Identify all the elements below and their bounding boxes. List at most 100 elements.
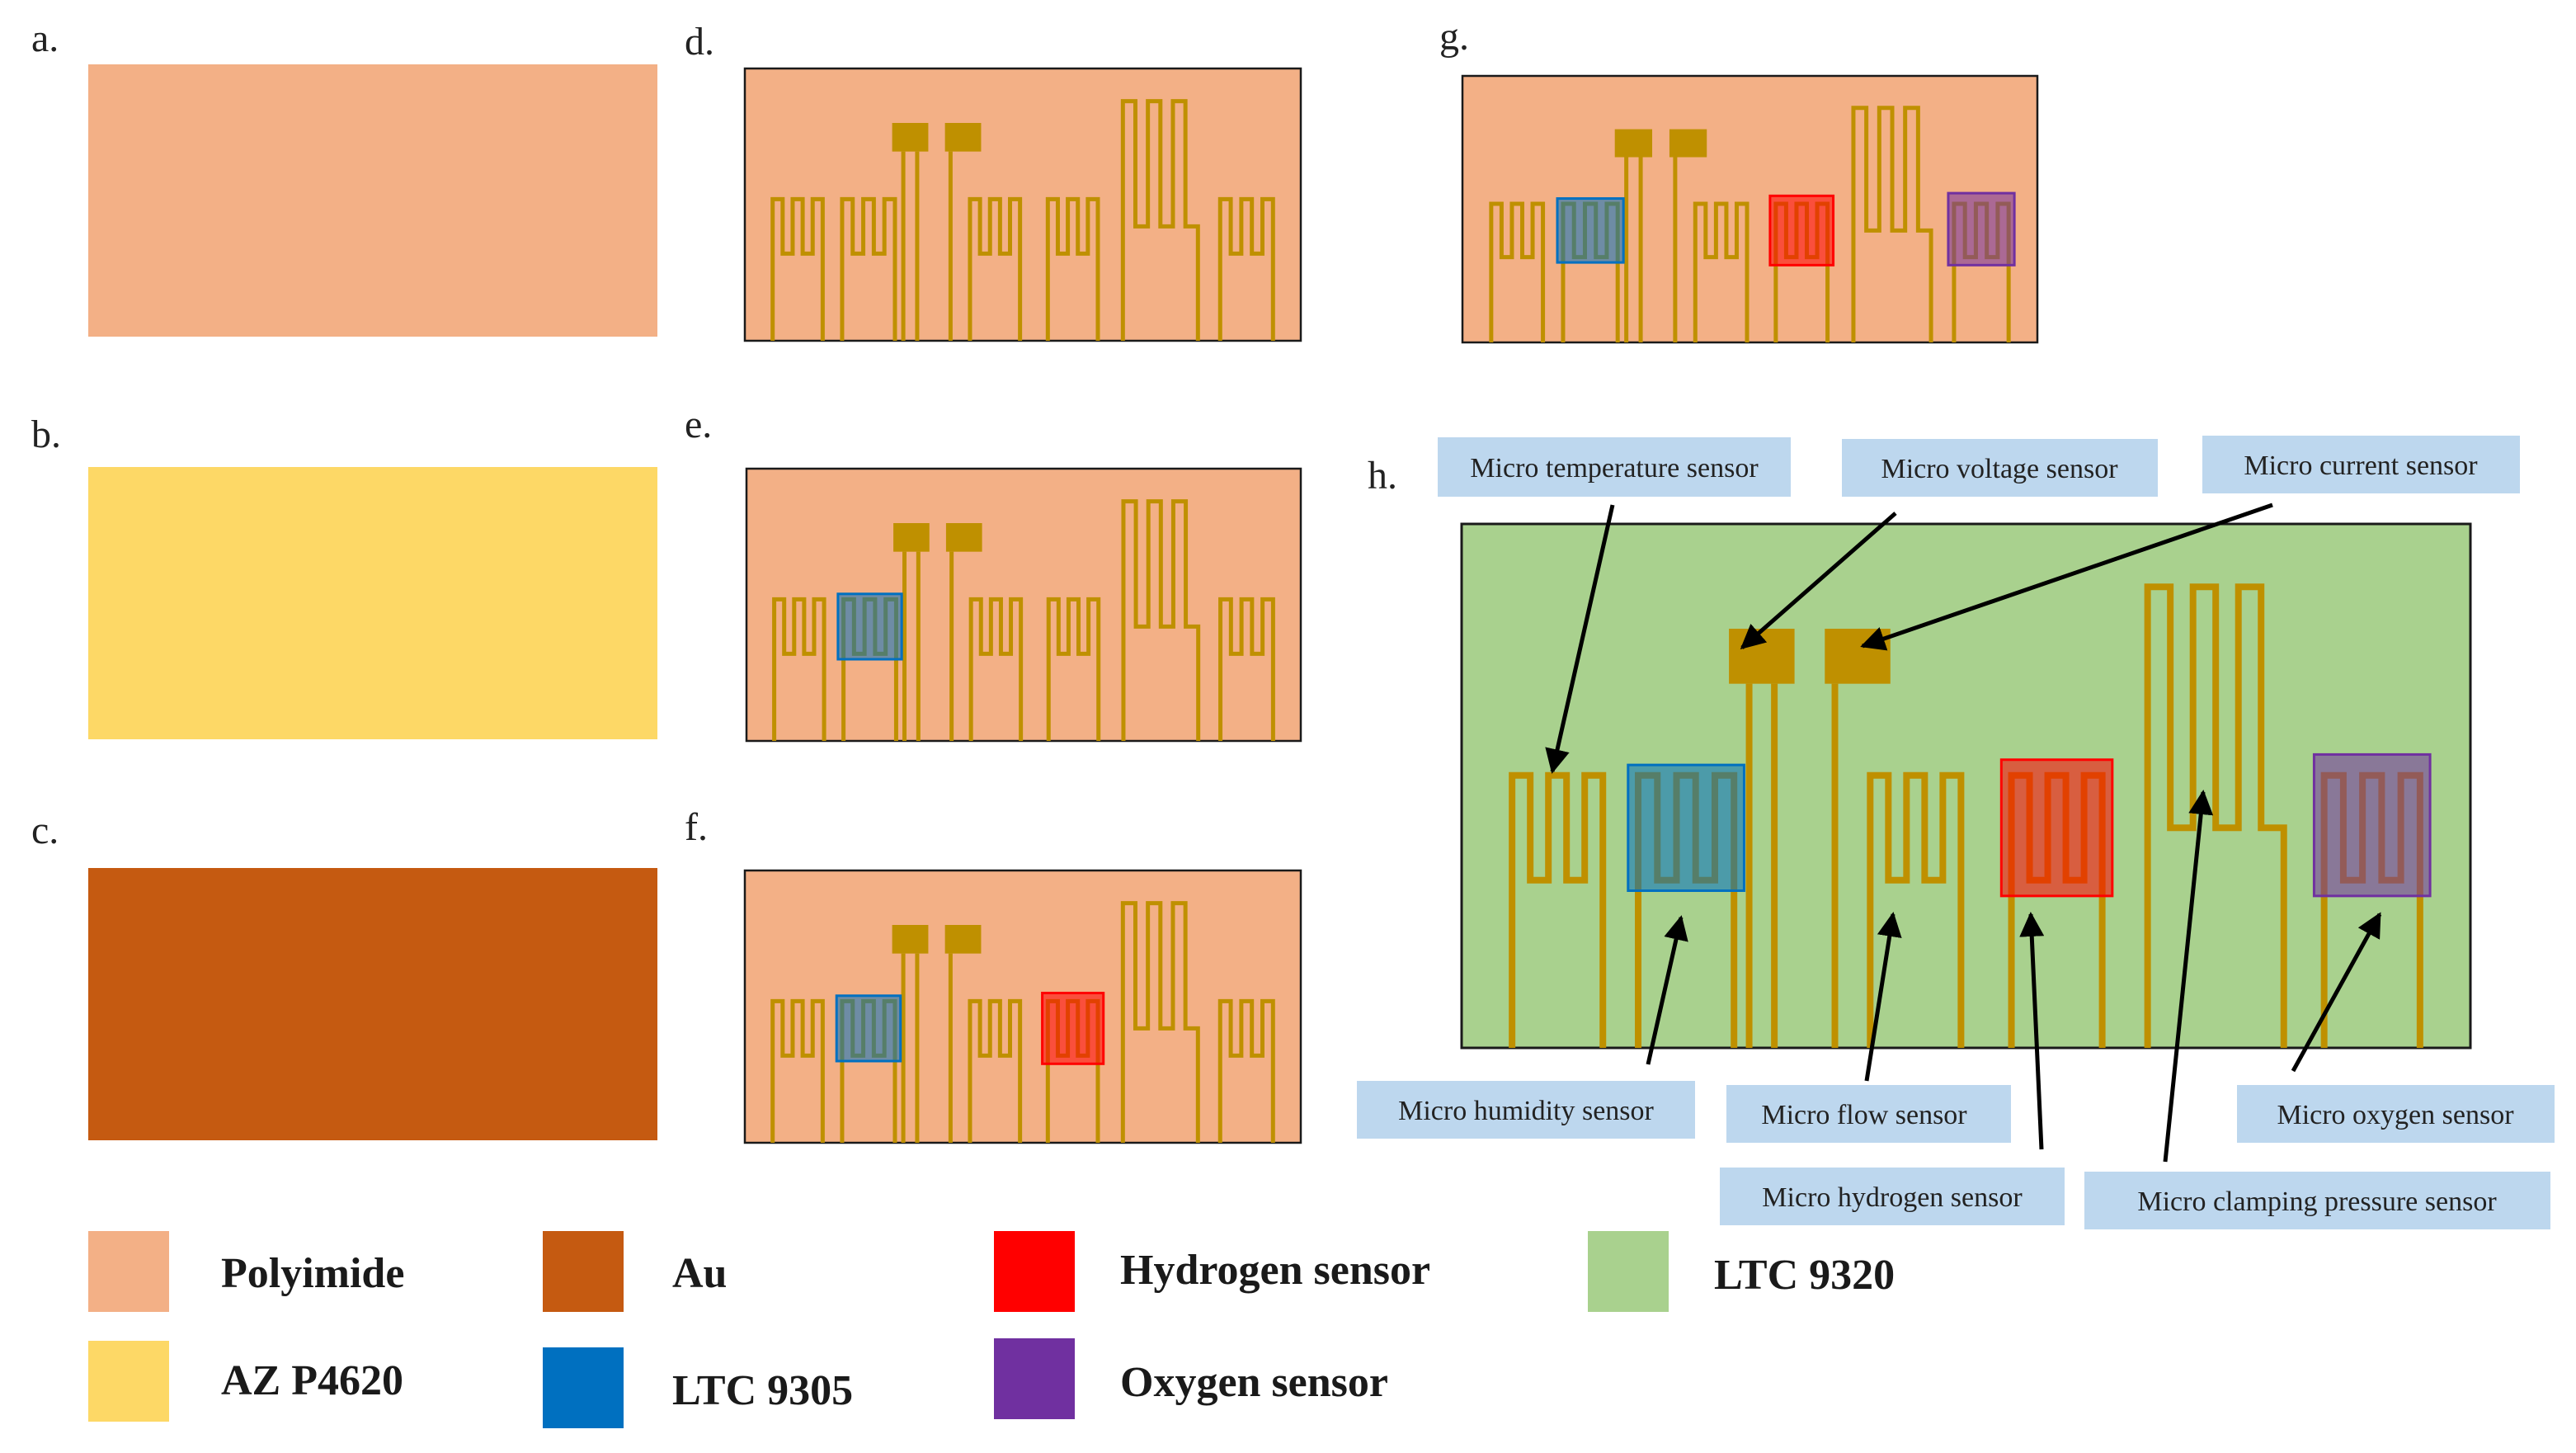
hydrogen-meander xyxy=(1046,597,1101,741)
panel-g-board xyxy=(1461,74,2039,344)
panel-label-e: e. xyxy=(685,403,712,446)
panel-e-board xyxy=(745,467,1302,743)
legend-label: LTC 9305 xyxy=(672,1367,853,1414)
board-substrate xyxy=(743,67,1302,342)
electrode-pad xyxy=(892,925,929,954)
label-box xyxy=(2237,1085,2555,1143)
voltage-electrode xyxy=(892,123,929,341)
ltc9305-overlay xyxy=(835,994,902,1063)
panel-label-c: c. xyxy=(31,809,59,852)
ltc9305-overlay xyxy=(1556,197,1625,264)
electrode-pad xyxy=(945,523,982,552)
current-electrode xyxy=(944,925,982,1143)
oxygen-overlay xyxy=(1947,191,2016,267)
electrode-pad xyxy=(892,123,929,152)
label-temperature: Micro temperature sensor xyxy=(1438,437,1791,497)
meander-trace xyxy=(1509,771,1607,1048)
oxygen-meander xyxy=(1217,196,1275,341)
legend-label: Polyimide xyxy=(221,1250,404,1297)
hydrogen-overlay xyxy=(1768,194,1835,267)
temperature-meander xyxy=(772,597,826,741)
electrode-pad xyxy=(893,523,930,552)
flow-meander xyxy=(968,196,1023,341)
oxygen-overlay xyxy=(2312,752,2432,898)
meander-trace xyxy=(1867,771,1965,1048)
flow-meander xyxy=(1867,771,1965,1048)
legend-swatch xyxy=(994,1338,1075,1419)
label-text: Micro voltage sensor xyxy=(1881,454,2118,484)
arrow-voltage xyxy=(1740,512,1897,649)
meander-trace xyxy=(968,998,1023,1143)
oxygen-meander xyxy=(1218,597,1275,741)
label-oxygen: Micro oxygen sensor xyxy=(2237,1085,2555,1143)
meander-trace xyxy=(1693,201,1750,342)
legend-label: Hydrogen sensor xyxy=(1120,1247,1430,1294)
panel-a-polyimide-layer xyxy=(88,64,657,337)
meander-trace xyxy=(1489,201,1546,342)
legend-label: Oxygen sensor xyxy=(1120,1359,1388,1406)
label-box xyxy=(2202,436,2520,493)
panel-h-board xyxy=(1460,522,2472,1050)
electrode-pad xyxy=(1669,129,1707,158)
label-box xyxy=(1842,439,2158,497)
label-flow: Micro flow sensor xyxy=(1726,1085,2011,1143)
label-text: Micro current sensor xyxy=(2244,451,2478,481)
current-electrode xyxy=(1669,129,1707,342)
label-text: Micro humidity sensor xyxy=(1398,1096,1654,1126)
arrow-temperature xyxy=(1545,504,1615,774)
legend-swatch xyxy=(88,1231,169,1312)
label-humidity: Micro humidity sensor xyxy=(1357,1081,1695,1139)
legend-item-polyimide: Polyimide xyxy=(88,1231,404,1312)
panel-d-board xyxy=(743,67,1302,342)
clamping-meander xyxy=(1120,901,1200,1143)
legend-label: LTC 9320 xyxy=(1714,1252,1895,1299)
meander-trace xyxy=(772,597,826,741)
electrode-pad xyxy=(1825,629,1891,684)
label-clamping: Micro clamping pressure sensor xyxy=(2084,1172,2550,1229)
board-substrate xyxy=(743,869,1302,1144)
legend-item-hydrogen: Hydrogen sensor xyxy=(994,1231,1430,1312)
meander-trace xyxy=(1046,597,1101,741)
meander-trace xyxy=(2144,583,2287,1048)
meander-trace xyxy=(1217,998,1275,1143)
arrow-oxygen xyxy=(2291,912,2382,1073)
humidity-meander xyxy=(840,196,897,341)
electrode-pad xyxy=(944,925,982,954)
legend-label: Au xyxy=(672,1250,727,1297)
hydrogen-overlay xyxy=(1041,992,1105,1065)
panel-label-b: b. xyxy=(31,413,61,456)
panel-label-f: f. xyxy=(685,805,708,849)
flow-meander xyxy=(968,597,1024,741)
label-current: Micro current sensor xyxy=(2202,436,2520,493)
legend-item-ltc9305: LTC 9305 xyxy=(543,1347,853,1428)
temperature-meander xyxy=(770,196,825,341)
legend: Polyimide Au Hydrogen sensor LTC 9320 AZ… xyxy=(88,1231,1895,1428)
meander-trace xyxy=(1120,99,1200,341)
label-hydrogen: Micro hydrogen sensor xyxy=(1720,1168,2065,1225)
legend-swatch xyxy=(1588,1231,1669,1312)
voltage-electrode xyxy=(1614,129,1653,342)
legend-swatch xyxy=(994,1231,1075,1312)
temperature-meander xyxy=(1509,771,1607,1048)
legend-swatch xyxy=(543,1231,624,1312)
voltage-electrode xyxy=(892,925,929,1143)
oxygen-meander xyxy=(1217,998,1275,1143)
legend-item-az: AZ P4620 xyxy=(88,1341,403,1422)
hydrogen-overlay xyxy=(1999,758,2114,898)
voltage-electrode xyxy=(1729,629,1795,1048)
legend-label: AZ P4620 xyxy=(221,1357,403,1404)
meander-trace xyxy=(840,196,897,341)
label-voltage: Micro voltage sensor xyxy=(1842,439,2158,497)
panel-b-az-layer xyxy=(88,467,657,739)
panel-label-d: d. xyxy=(685,20,714,64)
legend-item-oxygen: Oxygen sensor xyxy=(994,1338,1388,1419)
arrow-current xyxy=(1860,502,2273,651)
legend-swatch xyxy=(543,1347,624,1428)
panel-label-a: a. xyxy=(31,17,59,60)
ltc9305-overlay xyxy=(836,592,903,661)
flow-meander xyxy=(1693,201,1750,342)
current-electrode xyxy=(945,523,982,741)
meander-trace xyxy=(1217,196,1275,341)
temperature-meander xyxy=(1489,201,1546,342)
label-text: Micro oxygen sensor xyxy=(2277,1100,2514,1130)
